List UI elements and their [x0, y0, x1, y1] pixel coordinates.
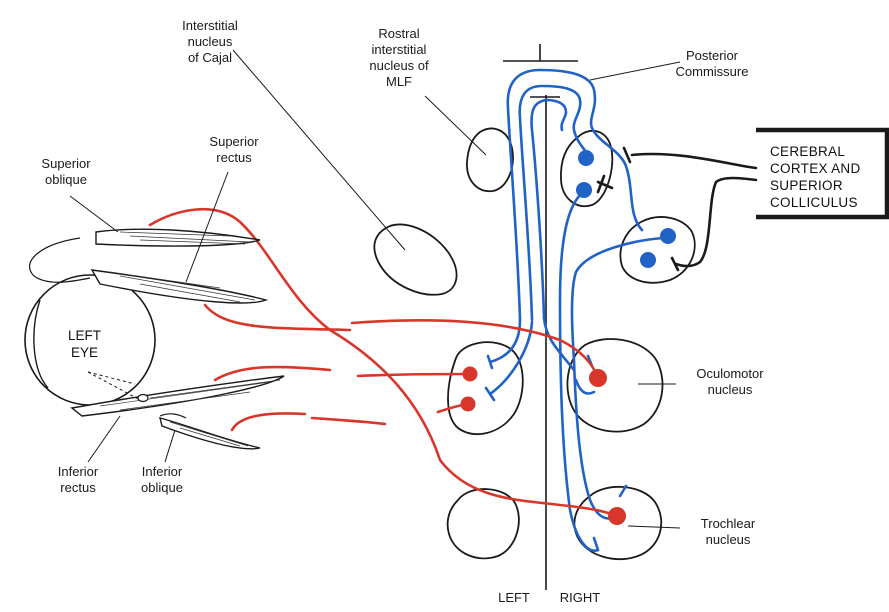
blue-dot-cajal-lower — [640, 252, 656, 268]
left-eye-label-1: LEFT — [68, 328, 101, 343]
blue-pathways — [486, 70, 664, 551]
red-dot-left-oculomotor-lower — [461, 397, 476, 412]
interstitial-cajal-label-3: of Cajal — [188, 50, 232, 65]
nucleus-outlines — [374, 129, 694, 560]
right-side-label: RIGHT — [560, 590, 601, 605]
left-mlf-nucleus — [467, 129, 513, 192]
blue-dot-cajal-upper — [660, 228, 676, 244]
posterior-commissure-label-2: Commissure — [676, 64, 749, 79]
inferior-oblique-label-2: oblique — [141, 480, 183, 495]
interstitial-cajal-label-1: Interstitial — [182, 18, 238, 33]
cortical-input-fibers — [598, 148, 756, 270]
midline — [503, 44, 578, 590]
left-eye-group: LEFT EYE — [25, 229, 284, 449]
oculomotor-nucleus-label-2: nucleus — [708, 382, 753, 397]
left-cajal-nucleus — [374, 224, 456, 294]
left-side-label: LEFT — [498, 590, 530, 605]
blue-dot-mlf-upper — [578, 150, 594, 166]
rostral-interstitial-label-4: MLF — [386, 74, 412, 89]
cerebral-cortex-box: CEREBRAL CORTEX AND SUPERIOR COLLICULUS — [756, 130, 887, 217]
trochlear-nucleus-label-2: nucleus — [706, 532, 751, 547]
blue-dot-mlf-lower — [576, 182, 592, 198]
rostral-interstitial-label-3: nucleus of — [369, 58, 429, 73]
right-cajal-nucleus — [620, 217, 694, 283]
cerebral-cortex-line-1: CEREBRAL — [770, 144, 845, 159]
posterior-commissure-label-1: Posterior — [686, 48, 739, 63]
superior-rectus-label-1: Superior — [209, 134, 259, 149]
red-dot-right-oculomotor — [589, 369, 607, 387]
inferior-oblique-label-1: Inferior — [142, 464, 183, 479]
trochlear-nucleus-label-1: Trochlear — [701, 516, 756, 531]
inferior-rectus-label-1: Inferior — [58, 464, 99, 479]
rostral-interstitial-label-2: interstitial — [372, 42, 427, 57]
cerebral-cortex-line-2: CORTEX AND — [770, 161, 861, 176]
superior-oblique-label-2: oblique — [45, 172, 87, 187]
neuron-dots — [461, 150, 677, 525]
text-labels: Interstitial nucleus of Cajal Rostral in… — [41, 18, 764, 605]
left-eye-label-2: EYE — [71, 345, 98, 360]
interstitial-cajal-label-2: nucleus — [188, 34, 233, 49]
inferior-rectus-label-2: rectus — [60, 480, 96, 495]
superior-oblique-label-1: Superior — [41, 156, 91, 171]
rostral-interstitial-label-1: Rostral — [378, 26, 419, 41]
oculomotor-nucleus-label-1: Oculomotor — [696, 366, 764, 381]
superior-rectus-label-2: rectus — [216, 150, 252, 165]
cerebral-cortex-line-3: SUPERIOR — [770, 178, 843, 193]
cerebral-cortex-line-4: COLLICULUS — [770, 195, 858, 210]
red-dot-right-trochlear — [608, 507, 626, 525]
red-dot-left-oculomotor-upper — [463, 367, 478, 382]
